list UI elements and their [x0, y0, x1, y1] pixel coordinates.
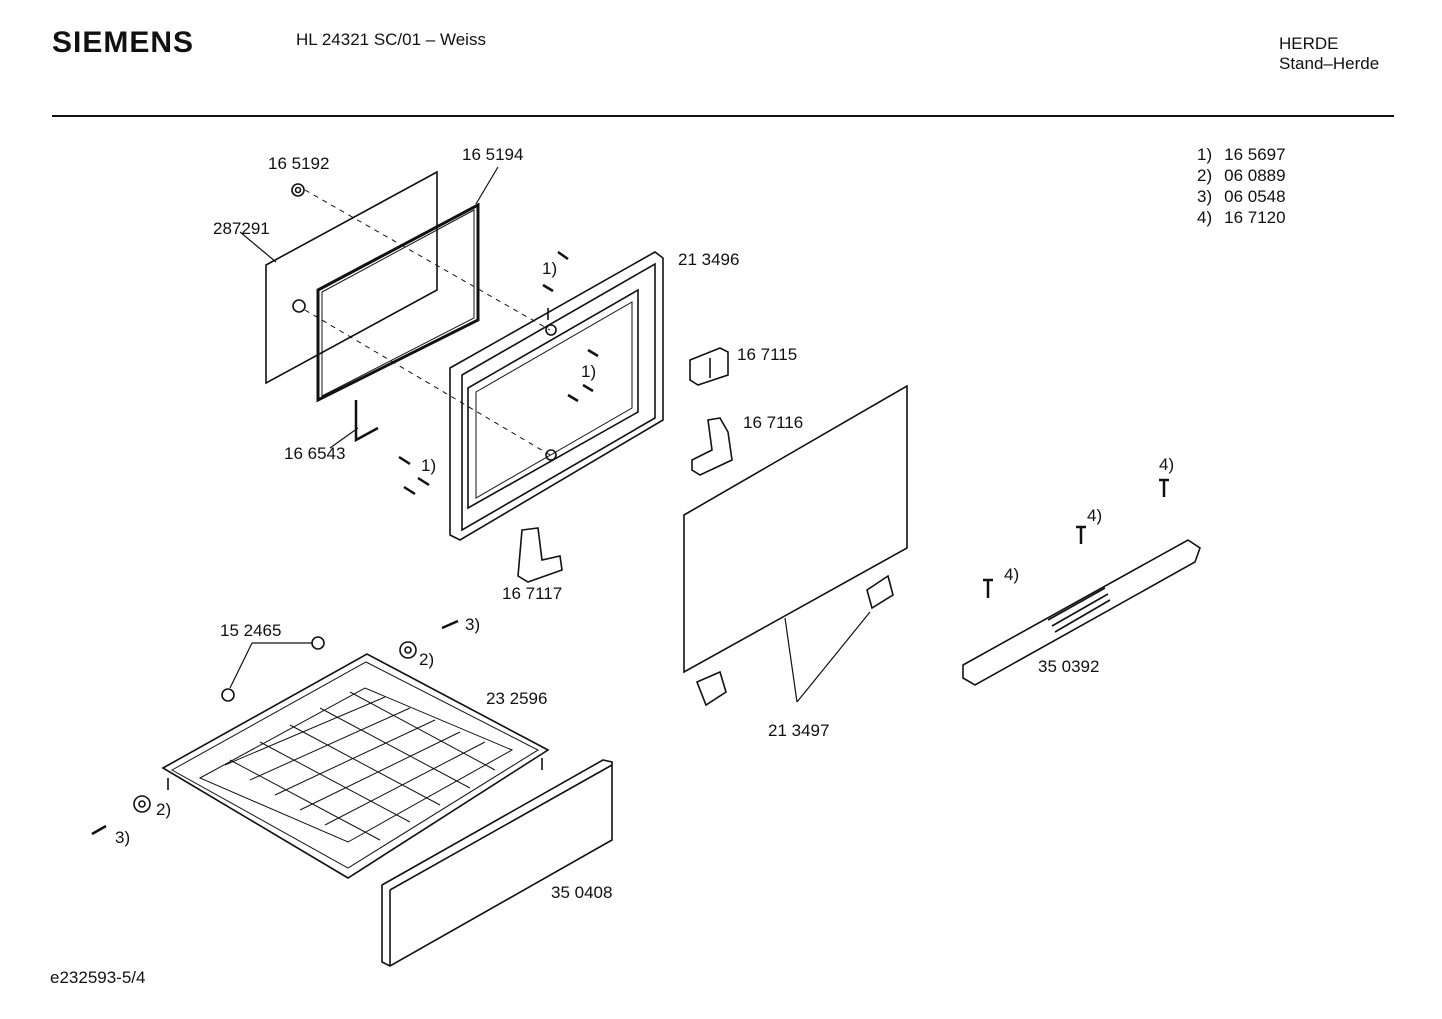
label-167117: 16 7117 — [502, 584, 563, 603]
label-165192: 16 5192 — [268, 154, 330, 173]
ref-marker-4: 4) — [1004, 565, 1020, 584]
footnote-legend: 1) 16 5697 2) 06 0889 3) 06 0548 4) 16 7… — [1197, 144, 1286, 228]
door-frame — [449, 251, 664, 541]
footnote-ref: 3) — [1197, 187, 1213, 206]
washer-part — [291, 183, 305, 197]
ref-marker-1: 1) — [581, 362, 597, 381]
ref-marker-2: 2) — [156, 800, 172, 819]
brand-logo: SIEMENS — [52, 26, 195, 59]
screw-parts-ref1 — [398, 250, 599, 496]
label-350392: 35 0392 — [1038, 657, 1100, 676]
glass-pane — [265, 170, 438, 385]
hinge-part-lower — [691, 417, 733, 476]
leader-lines — [239, 166, 499, 449]
side-panel — [683, 384, 908, 707]
footnote-part: 06 0548 — [1224, 187, 1286, 206]
ref-marker-4: 4) — [1087, 506, 1103, 525]
ref-marker-3: 3) — [465, 615, 481, 634]
ref-marker-3: 3) — [115, 828, 131, 847]
footnote-row: 1) 16 5697 — [1197, 144, 1286, 165]
screw-parts-ref4 — [983, 478, 1169, 598]
footnote-row: 4) 16 7120 — [1197, 207, 1286, 228]
handle-bar — [962, 539, 1201, 686]
nut-parts-ref2 — [133, 641, 417, 813]
footnote-part: 06 0889 — [1224, 166, 1286, 185]
footnote-part: 16 5697 — [1224, 145, 1286, 164]
footnote-part: 16 7120 — [1224, 208, 1286, 227]
label-166543: 16 6543 — [284, 444, 346, 463]
hinge-part-upper — [689, 347, 729, 386]
tray-grid — [224, 691, 496, 841]
label-152465: 15 2465 — [220, 621, 282, 640]
label-350408: 35 0408 — [551, 883, 613, 902]
alignment-lines — [304, 189, 551, 456]
hinge-part-bottom — [517, 527, 563, 583]
footnote-row: 2) 06 0889 — [1197, 165, 1286, 186]
footnote-row: 3) 06 0548 — [1197, 186, 1286, 207]
model-title: HL 24321 SC/01 – Weiss — [296, 30, 486, 49]
label-167116: 16 7116 — [743, 413, 804, 432]
label-213497: 21 3497 — [768, 721, 830, 740]
label-165194: 16 5194 — [462, 145, 524, 164]
baking-tray — [161, 653, 550, 879]
category-label: HERDE — [1279, 34, 1339, 53]
label-213496: 21 3496 — [678, 250, 740, 269]
footnote-ref: 2) — [1197, 166, 1213, 185]
drawer-front-panel — [381, 759, 613, 967]
wire-bracket — [354, 400, 379, 443]
ref-marker-4: 4) — [1159, 455, 1175, 474]
washer-parts-152465 — [221, 636, 325, 702]
bolt-parts-ref3 — [91, 619, 459, 836]
label-167115: 16 7115 — [737, 345, 798, 364]
label-232596: 23 2596 — [486, 689, 548, 708]
subcategory-label: Stand–Herde — [1279, 54, 1380, 73]
ref-marker-2: 2) — [419, 650, 435, 669]
footnote-ref: 1) — [1197, 145, 1213, 164]
label-287291: 287291 — [213, 219, 270, 238]
header-divider — [52, 115, 1394, 117]
document-id: e232593-5/4 — [50, 968, 146, 987]
ref-marker-1: 1) — [542, 259, 558, 278]
ref-marker-1: 1) — [421, 456, 437, 475]
footnote-ref: 4) — [1197, 208, 1213, 227]
gasket-frame — [316, 202, 480, 403]
